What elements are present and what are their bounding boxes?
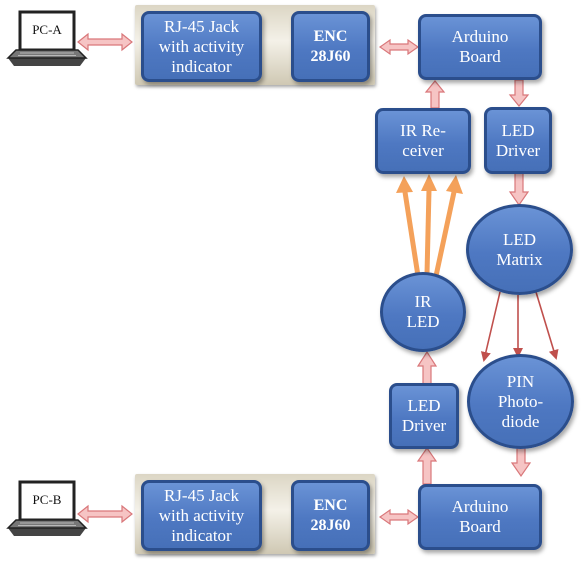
led-driver-left-box: LED Driver [389,383,459,449]
enc28j60-box-bottom: ENC 28J60 [291,480,370,551]
led-matrix-ellipse: LED Matrix [466,204,573,295]
arrow-enc-arduino-top [378,38,420,56]
pc-a-label: PC-A [32,22,62,37]
arrow-arduino-leddriver-left [416,446,438,485]
ir-receiver-box: IR Re- ceiver [375,108,471,174]
arrow-pca-rj45 [77,32,133,52]
ir-led-circle: IR LED [380,272,466,352]
matrix-light-arrows [480,291,559,362]
ir-beam-arrows [396,174,463,277]
arrow-arduino-leddriver [508,79,530,107]
pin-photodiode-ellipse: PIN Photo- diode [467,354,574,449]
arduino-board-top: Arduino Board [418,14,542,80]
arrow-photodiode-arduino [510,447,532,478]
pc-b-label: PC-B [32,492,62,507]
arrow-leddriver-irled [416,350,438,385]
arduino-board-bottom: Arduino Board [418,484,542,550]
led-driver-right-box: LED Driver [484,107,552,174]
arrow-irreceiver-arduino [424,80,446,109]
arrow-leddriver-matrix [508,172,530,207]
arrow-pcb-rj45 [77,504,133,524]
arrow-enc-arduino-bottom [378,508,420,526]
rj45-jack-box-bottom: RJ-45 Jack with activity indicator [141,480,262,551]
rj45-jack-box-top: RJ-45 Jack with activity indicator [141,11,262,82]
laptop-icon-pca [6,10,88,66]
laptop-icon-pcb [6,480,88,536]
enc28j60-box-top: ENC 28J60 [291,11,370,82]
